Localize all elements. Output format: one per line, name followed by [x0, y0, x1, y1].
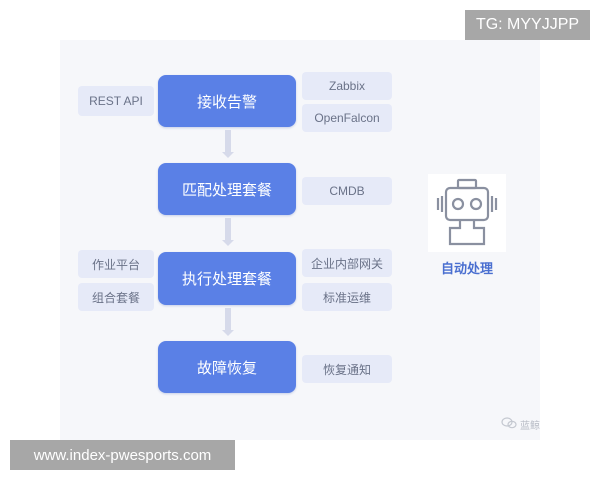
tool-combo-package: 组合套餐 — [78, 283, 154, 311]
step-fault-recovery: 故障恢复 — [158, 341, 296, 393]
step-receive-alert: 接收告警 — [158, 75, 296, 127]
robot-icon — [428, 174, 506, 252]
tool-enterprise-gateway: 企业内部网关 — [302, 249, 392, 277]
flow-arrow-1 — [222, 130, 234, 158]
source-openfalcon: OpenFalcon — [302, 104, 392, 132]
tool-standard-ops: 标准运维 — [302, 283, 392, 311]
step-match-package: 匹配处理套餐 — [158, 163, 296, 215]
flow-arrow-2 — [222, 218, 234, 246]
source-cmdb: CMDB — [302, 177, 392, 205]
wechat-icon — [501, 417, 517, 432]
action-recovery-notice: 恢复通知 — [302, 355, 392, 383]
source-rest-api: REST API — [78, 86, 154, 116]
flow-arrow-3 — [222, 308, 234, 336]
top-right-watermark: TG: MYYJJPP — [465, 10, 590, 40]
brand-watermark: 蓝鲸 — [501, 417, 540, 432]
tool-job-platform: 作业平台 — [78, 250, 154, 278]
source-zabbix: Zabbix — [302, 72, 392, 100]
robot-label: 自动处理 — [440, 262, 493, 277]
step-execute-package: 执行处理套餐 — [158, 252, 296, 305]
brand-name: 蓝鲸 — [520, 421, 540, 432]
bottom-left-watermark: www.index-pwesports.com — [10, 440, 235, 470]
